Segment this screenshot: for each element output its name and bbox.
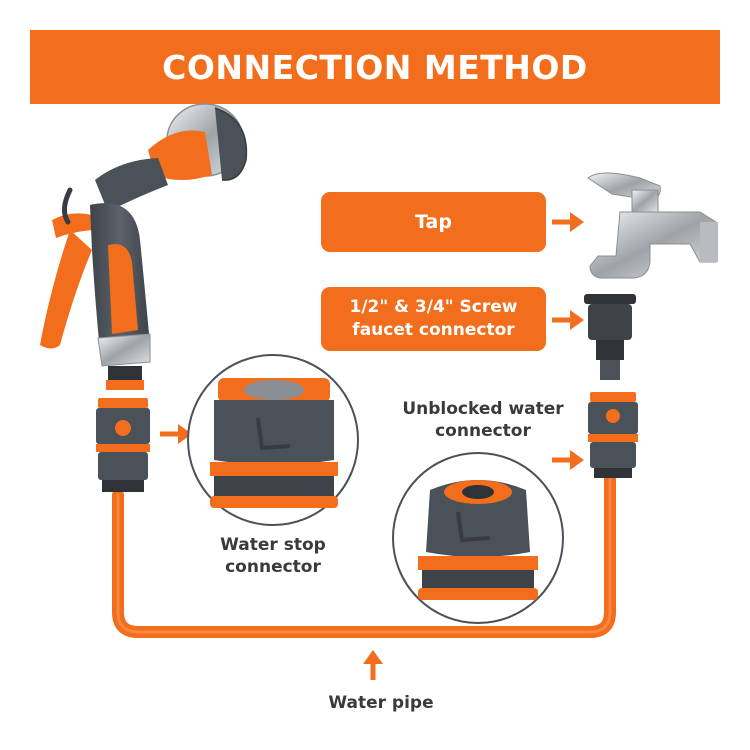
right-unblocked-connector-icon: [588, 392, 638, 478]
arrow-icon-tap: [552, 212, 584, 232]
banner-title: CONNECTION METHOD: [162, 47, 588, 87]
arrow-icon-screw: [552, 310, 584, 330]
unblocked-caption-line1: Unblocked water: [402, 399, 564, 419]
unblocked-connector-caption: Unblocked water connector: [383, 398, 583, 442]
water-pipe: [112, 472, 616, 638]
screw-connector-label-box: 1/2" & 3/4" Screw faucet connector: [321, 287, 546, 351]
title-banner: CONNECTION METHOD: [30, 30, 720, 104]
screw-label-line1: 1/2" & 3/4" Screw: [349, 297, 518, 317]
tap-label: Tap: [415, 211, 452, 233]
water-stop-connector-icon: [187, 354, 359, 526]
unblocked-caption-line2: connector: [435, 421, 531, 441]
arrow-icon-water-stop: [160, 424, 192, 444]
water-stop-caption-line2: connector: [225, 557, 321, 577]
arrow-icon-unblocked: [552, 450, 584, 470]
unblocked-connector-icon: [392, 452, 564, 624]
water-stop-caption-line1: Water stop: [220, 535, 326, 555]
water-pipe-caption: Water pipe: [296, 692, 466, 714]
water-stop-connector-caption: Water stop connector: [198, 534, 348, 578]
tap-label-box: Tap: [321, 192, 546, 252]
left-water-stop-connector-icon: [96, 398, 150, 492]
screw-connector-icon: [584, 294, 636, 380]
arrow-icon-water-pipe: [363, 650, 383, 680]
water-pipe-label: Water pipe: [328, 693, 434, 713]
screw-label-line2: faucet connector: [352, 320, 515, 340]
spray-gun-icon: [40, 103, 248, 390]
tap-icon: [587, 172, 718, 279]
